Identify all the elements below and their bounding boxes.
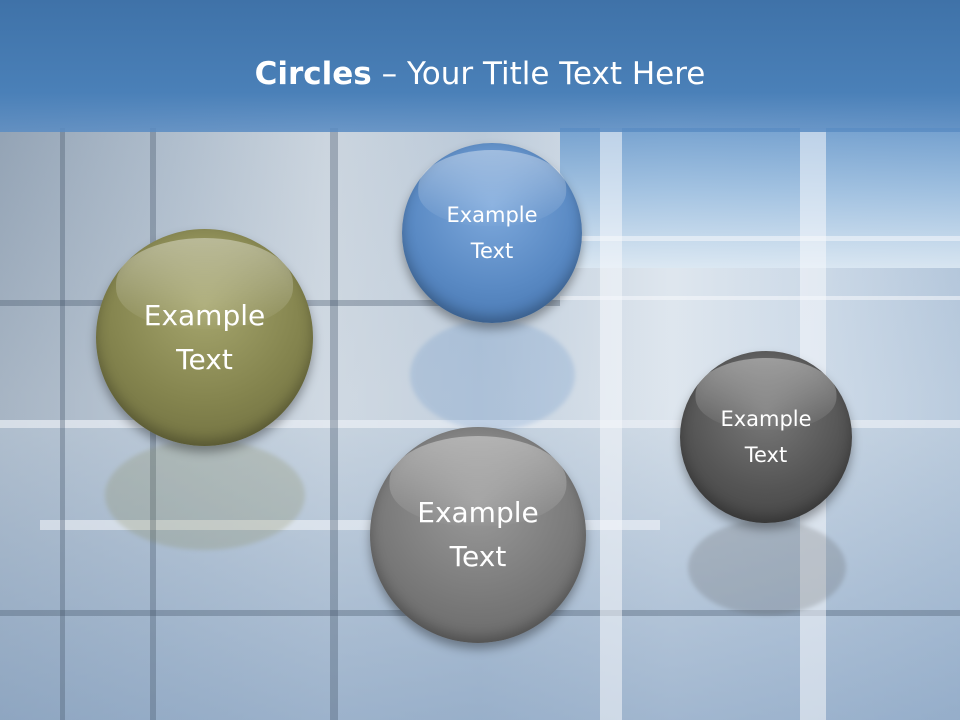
olive-circle-reflection	[105, 440, 305, 550]
circle-olive-text: Example Text	[144, 294, 265, 382]
circle-gray[interactable]: Example Text	[370, 427, 586, 643]
circle-olive-line1: Example	[143, 298, 266, 332]
circle-dark-line1: Example	[720, 407, 812, 431]
background-beam	[0, 420, 960, 428]
circle-olive-line2: Text	[176, 342, 233, 376]
slide-title[interactable]: Circles – Your Title Text Here	[0, 52, 960, 96]
dark-circle-reflection	[688, 520, 846, 615]
circle-dark-line2: Text	[744, 443, 788, 467]
circle-gray-line1: Example	[417, 496, 539, 529]
slide-title-rest: – Your Title Text Here	[371, 56, 706, 92]
background-beam	[560, 296, 960, 300]
circle-dark[interactable]: Example Text	[680, 351, 852, 523]
circle-blue-text: Example Text	[446, 197, 537, 269]
circle-blue-line1: Example	[446, 203, 538, 227]
circle-olive[interactable]: Example Text	[96, 229, 313, 446]
background-column	[330, 128, 338, 720]
title-bar	[0, 0, 960, 132]
circle-dark-text: Example Text	[720, 401, 811, 473]
circle-blue[interactable]: Example Text	[402, 143, 582, 323]
slide-title-bold: Circles	[254, 56, 372, 92]
background-sky	[560, 128, 960, 268]
background-column	[600, 128, 622, 720]
background-beam	[560, 236, 960, 241]
background-column	[60, 128, 65, 720]
circle-gray-line2: Text	[449, 540, 507, 573]
background-beam	[40, 520, 660, 530]
circle-gray-text: Example Text	[417, 491, 538, 579]
circle-blue-line2: Text	[470, 239, 514, 263]
blue-circle-reflection	[410, 320, 575, 430]
